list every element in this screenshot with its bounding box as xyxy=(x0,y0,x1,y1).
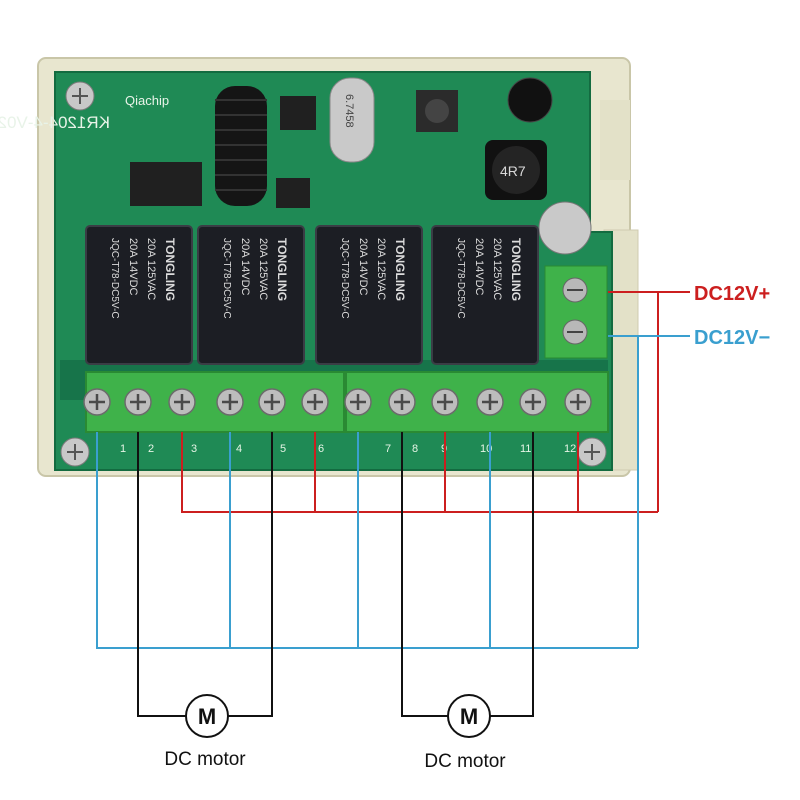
motor-2: M DC motor xyxy=(424,694,506,772)
inductor-label: 4R7 xyxy=(500,163,526,179)
terminal-number-2: 2 xyxy=(148,443,154,455)
board-silkscreen: KR1204-4-V02 Qiachip 4R7 6.7458 xyxy=(0,93,526,179)
terminal-screw-7 xyxy=(344,388,372,416)
mounting-screws xyxy=(60,81,607,467)
wiring xyxy=(96,291,690,717)
positive-wires xyxy=(181,291,690,513)
relay-rating-ac: 20A 125VAC xyxy=(145,238,157,300)
terminal-screw-3 xyxy=(168,388,196,416)
relay-model: JQC-T78-DC5V-C xyxy=(109,238,120,319)
relay-rating-ac: 20A 125VAC xyxy=(491,238,503,300)
motor-1-letter: M xyxy=(198,704,216,729)
terminal-number-6: 6 xyxy=(318,443,324,455)
board-model-label: KR1204-4-V02 xyxy=(0,113,110,132)
ic-chip-small-2 xyxy=(276,178,310,208)
crystal xyxy=(329,77,375,163)
negative-supply-label: DC12V− xyxy=(694,327,770,349)
positive-supply-label: DC12V+ xyxy=(694,283,770,305)
relay-brand: TONGLING xyxy=(163,238,177,301)
terminal-screw-8 xyxy=(388,388,416,416)
relay-model: JQC-T78-DC5V-C xyxy=(221,238,232,319)
relay-brand: TONGLING xyxy=(275,238,289,301)
relay-rating-dc: 20A 14VDC xyxy=(239,238,251,296)
relay-3: TONGLING 20A 125VAC 20A 14VDC JQC-T78-DC5V-… xyxy=(315,225,423,365)
relay-model: JQC-T78-DC5V-C xyxy=(455,238,466,319)
terminal-number-5: 5 xyxy=(280,443,286,455)
motor-wires xyxy=(137,432,534,717)
relay-rating-ac: 20A 125VAC xyxy=(375,238,387,300)
terminal-number-4: 4 xyxy=(236,443,242,455)
relay-4: TONGLING 20A 125VAC 20A 14VDC JQC-T78-DC5V-… xyxy=(431,225,539,365)
capacitor xyxy=(507,77,553,123)
terminal-screw-9 xyxy=(431,388,459,416)
terminal-number-8: 8 xyxy=(412,443,418,455)
terminal-number-7: 7 xyxy=(385,443,391,455)
relay-2: TONGLING 20A 125VAC 20A 14VDC JQC-T78-DC5V-… xyxy=(197,225,305,365)
ic-chip-small xyxy=(280,96,316,130)
relay-rating-dc: 20A 14VDC xyxy=(473,238,485,296)
motor-2-label: DC motor xyxy=(424,751,506,772)
ic-chip xyxy=(130,162,202,206)
board-components xyxy=(130,77,608,359)
relay-rating-ac: 20A 125VAC xyxy=(257,238,269,300)
terminal-screw-6 xyxy=(301,388,329,416)
relay-group: TONGLING 20A 125VAC 20A 14VDC JQC-T78-DC5V-… xyxy=(85,225,539,365)
relay-rating-dc: 20A 14VDC xyxy=(357,238,369,296)
motor-1-label: DC motor xyxy=(164,749,246,770)
terminal-number-11: 11 xyxy=(520,443,531,455)
relay-1: TONGLING 20A 125VAC 20A 14VDC JQC-T78-DC5V-… xyxy=(85,225,193,365)
terminal-number-1: 1 xyxy=(120,443,126,455)
relay-rating-dc: 20A 14VDC xyxy=(127,238,139,296)
terminal-screw-1 xyxy=(83,388,111,416)
motor-2-symbol xyxy=(447,694,491,738)
board-maker-label: Qiachip xyxy=(125,93,169,108)
relay-brand: TONGLING xyxy=(393,238,407,301)
motor-2-letter: M xyxy=(460,704,478,729)
capacitor-2 xyxy=(538,201,592,255)
motor-1: M DC motor xyxy=(164,694,246,770)
terminal-number-3: 3 xyxy=(191,443,197,455)
negative-wires xyxy=(96,335,690,649)
motor-1-symbol xyxy=(185,694,229,738)
relay-brand: TONGLING xyxy=(509,238,523,301)
terminal-screw-10 xyxy=(476,388,504,416)
terminal-screw-5 xyxy=(258,388,286,416)
terminal-screw-12 xyxy=(564,388,592,416)
terminal-screw-2 xyxy=(124,388,152,416)
terminal-screw-4 xyxy=(216,388,244,416)
terminal-screws xyxy=(83,388,592,416)
relay-model: JQC-T78-DC5V-C xyxy=(339,238,350,319)
terminal-screw-11 xyxy=(519,388,547,416)
crystal-label: 6.7458 xyxy=(343,94,355,128)
terminal-number-12: 12 xyxy=(564,443,576,455)
